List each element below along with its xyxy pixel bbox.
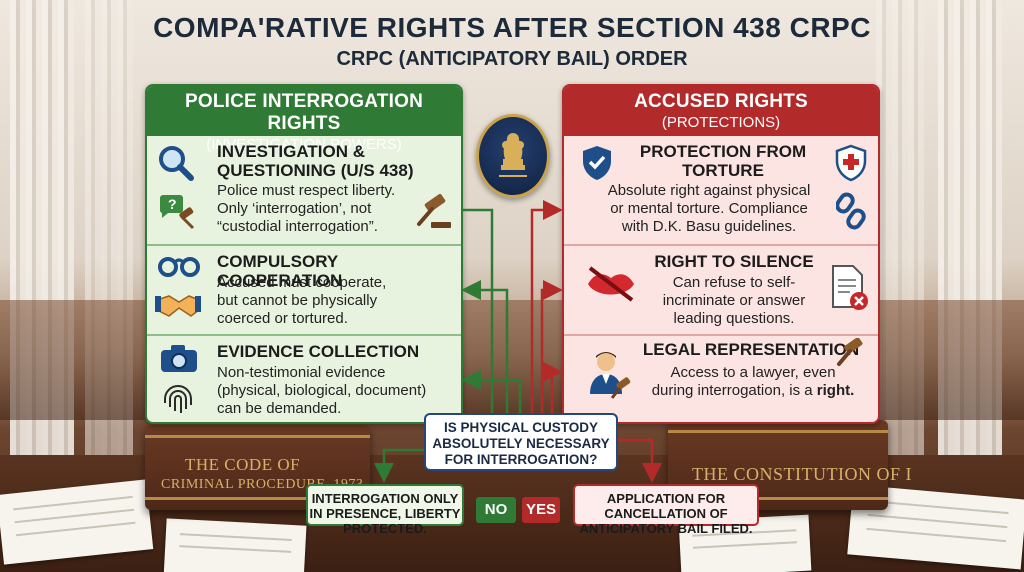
outcome-no-line3: PROTECTED. xyxy=(343,521,427,536)
torture-protection-item: PROTECTION FROM TORTURE Absolute right a… xyxy=(564,136,878,244)
outcome-no-line2: IN PRESENCE, LIBERTY xyxy=(309,506,461,521)
crossed-lips-icon xyxy=(588,266,634,302)
legal-text-line1: Access to a lawyer, even xyxy=(670,364,836,381)
accused-panel-subtitle: (PROTECTIONS) xyxy=(661,114,781,131)
legal-representation-item: LEGAL REPRESENTATION Access to a lawyer,… xyxy=(564,336,878,422)
cooperation-text-line2: but cannot be physically xyxy=(217,292,378,309)
cooperation-title: COMPULSORY COOPERATION xyxy=(217,252,343,290)
investigation-title-line1: INVESTIGATION & xyxy=(217,142,365,161)
torture-text-line2: or mental torture. Compliance xyxy=(610,200,808,217)
silence-text-line2: incriminate or answer xyxy=(662,292,806,309)
magnifier-icon xyxy=(159,146,194,181)
legal-text-line2: during interrogation, is a right. xyxy=(651,382,855,399)
silence-title: RIGHT TO SILENCE xyxy=(654,252,814,271)
police-rights-panel: POLICE INTERROGATION RIGHTS (INVESTIGATI… xyxy=(145,84,463,424)
evidence-item: EVIDENCE COLLECTION Non-testimonial evid… xyxy=(147,336,461,422)
no-tag: NO xyxy=(476,497,516,523)
book-title: THE CONSTITUTION OF I xyxy=(692,464,912,484)
fingerprint-icon xyxy=(164,385,192,413)
investigation-text-line2: Only ‘interrogation’, not xyxy=(217,200,372,217)
legal-representation-title: LEGAL REPRESENTATION xyxy=(642,340,860,359)
handshake-icon xyxy=(155,295,201,317)
evidence-text-line3: can be demanded. xyxy=(217,400,342,417)
outcome-yes-line1: APPLICATION FOR xyxy=(606,491,726,506)
investigation-title-line2: QUESTIONING (U/S 438) xyxy=(217,161,414,180)
shield-cross-icon xyxy=(835,144,867,182)
investigation-text-line1: Police must respect liberty. xyxy=(217,182,396,199)
torture-text-line1: Absolute right against physical xyxy=(607,182,811,199)
accused-panel-header: ACCUSED RIGHTS (PROTECTIONS) xyxy=(564,86,878,136)
page-title: COMPA'RATIVE RIGHTS AFTER SECTION 438 CR… xyxy=(153,12,871,43)
silence-text-line3: leading questions. xyxy=(673,310,795,327)
outcome-yes-box: APPLICATION FOR CANCELLATION OF ANTICIPA… xyxy=(573,484,759,536)
outcome-yes-line3: ANTICIPATORY BAIL FILED. xyxy=(579,521,753,536)
decision-line2: ABSOLUTELY NECESSARY xyxy=(432,436,610,451)
evidence-text-line2: (physical, biological, document) xyxy=(217,382,427,399)
outcome-yes-line2: CANCELLATION OF xyxy=(604,506,728,521)
camera-icon xyxy=(161,345,197,372)
cooperation-text-line1: Accused must cooperate, xyxy=(217,274,387,291)
book-title-line1: THE CODE OF xyxy=(185,455,301,474)
national-emblem-icon xyxy=(476,114,550,198)
svg-text:?: ? xyxy=(168,196,177,212)
police-panel-header: POLICE INTERROGATION RIGHTS (INVESTIGATI… xyxy=(147,86,461,153)
document-x-icon xyxy=(832,265,868,310)
handcuffs-icon xyxy=(158,257,200,277)
investigation-text-line3: “custodial interrogation”. xyxy=(217,218,378,235)
outcome-no-box: INTERROGATION ONLY IN PRESENCE, LIBERTY … xyxy=(306,484,464,536)
torture-title-line2: TORTURE xyxy=(682,161,764,180)
police-panel-title: POLICE INTERROGATION RIGHTS xyxy=(185,91,423,134)
accused-rights-panel: ACCUSED RIGHTS (PROTECTIONS) PROTECTION … xyxy=(562,84,880,424)
gavel-icon xyxy=(837,338,863,366)
police-panel-subtitle: (INVESTIGATION POWERS) xyxy=(206,136,402,153)
decision-line1: IS PHYSICAL CUSTODY xyxy=(443,420,599,435)
outcome-no-line1: INTERROGATION ONLY xyxy=(311,491,459,506)
yes-tag: YES xyxy=(522,497,560,523)
broken-chain-icon xyxy=(836,192,866,230)
decision-box: IS PHYSICAL CUSTODY ABSOLUTELY NECESSARY… xyxy=(424,413,618,471)
cooperation-text-line3: coerced or tortured. xyxy=(217,310,348,327)
gavel-icon xyxy=(417,194,451,228)
page-subtitle: CRPC (ANTICIPATORY BAIL) ORDER xyxy=(336,48,688,70)
evidence-text-line1: Non-testimonial evidence xyxy=(217,364,386,381)
lawyer-gavel-icon xyxy=(590,352,631,399)
silence-text-line1: Can refuse to self- xyxy=(672,274,796,291)
torture-title-line1: PROTECTION FROM xyxy=(639,142,807,161)
cooperation-item: COMPULSORY COOPERATION Accused must coop… xyxy=(147,246,461,334)
evidence-title: EVIDENCE COLLECTION xyxy=(217,342,420,361)
question-gavel-icon: ? xyxy=(159,195,195,230)
accused-panel-title: ACCUSED RIGHTS xyxy=(634,91,808,112)
right-to-silence-item: RIGHT TO SILENCE Can refuse to self- inc… xyxy=(564,246,878,334)
torture-text-line3: with D.K. Basu guidelines. xyxy=(621,218,797,235)
decision-line3: FOR INTERROGATION? xyxy=(444,452,598,467)
shield-check-icon xyxy=(583,146,611,180)
investigation-item: ? INVESTIGATION & QUESTIONING (U/S 438) … xyxy=(147,136,461,244)
